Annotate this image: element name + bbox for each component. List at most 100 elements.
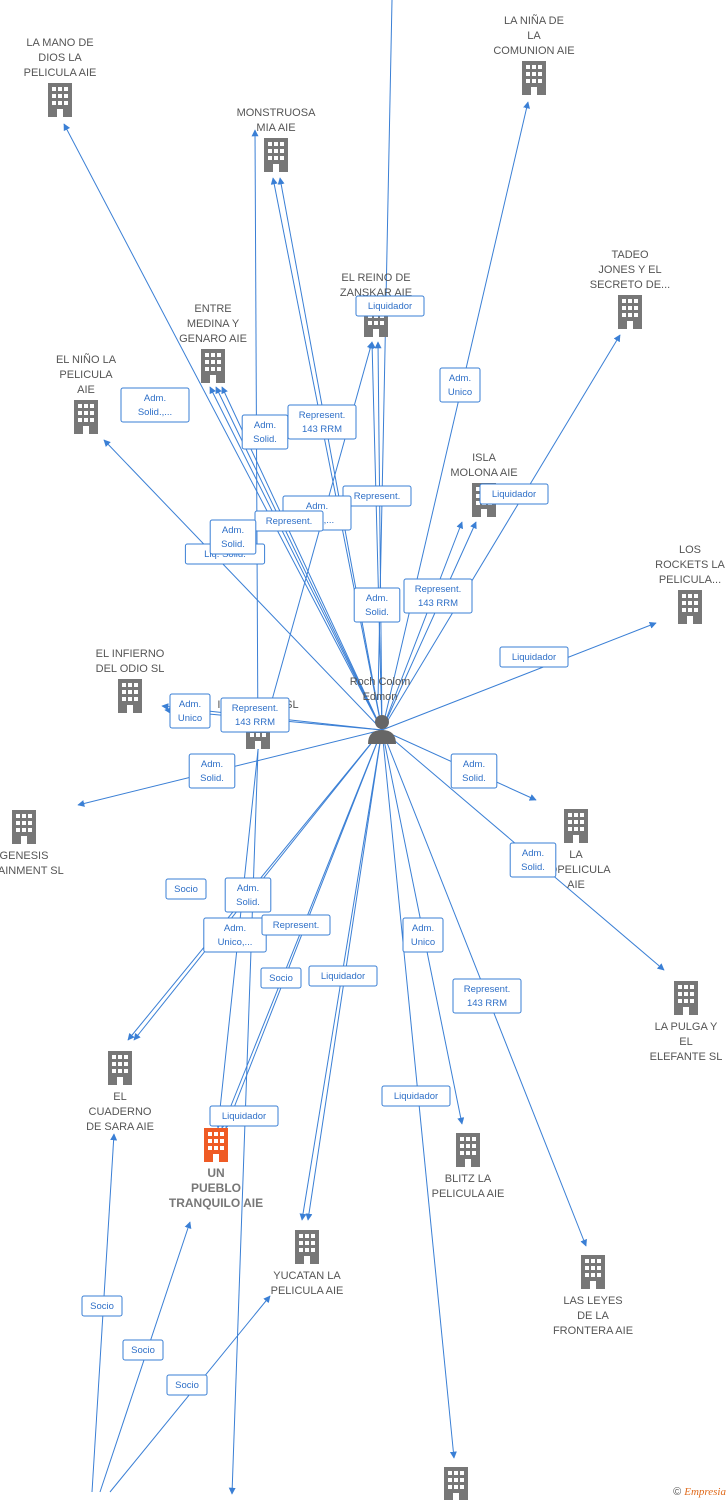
relation-label[interactable]: Liquidador [308,965,378,987]
relation-label-text: Unico [411,937,435,948]
relation-label-text: Solid. [221,539,245,550]
relation-label[interactable]: Adm.Unico [402,917,444,953]
footer-credit: © Empresia [673,1486,726,1498]
relation-label[interactable]: Liquidador [355,295,425,317]
relation-label[interactable]: Adm.Solid. [241,414,289,450]
company-name: PELICULA [59,369,113,381]
building-icon [564,809,588,843]
relation-label-box [452,978,522,1014]
relation-label-box [81,1295,123,1317]
relation-label[interactable]: Adm.Solid. [209,519,257,555]
relation-label[interactable]: Adm.Unico [169,693,211,729]
relation-label[interactable]: Liquidador [381,1085,451,1107]
company-name: MONSTRUOSA [237,107,317,119]
relation-label[interactable]: Socio [81,1295,123,1317]
relation-edge [257,341,374,751]
company-name: COMUNION AIE [493,45,574,57]
relation-label-text: Solid. [200,773,224,784]
relation-label-text: Represent. [354,491,400,502]
edges-layer [63,0,665,1495]
relation-label-text: Socio [90,1301,114,1312]
company-node-genesis[interactable]: GENESISRTAINMENT SL [0,810,64,877]
copyright-symbol: © [673,1486,682,1498]
company-name: EL [679,1036,692,1048]
relation-label-box [209,1105,279,1127]
company-name: MIA AIE [256,122,295,134]
relation-label-box [165,878,207,900]
person-icon-head [375,715,389,729]
company-node-bottom[interactable] [444,1467,468,1500]
company-node-monstruosa[interactable]: MONSTRUOSA MIA AIE [237,107,317,172]
building-icon [444,1467,468,1500]
company-name: GENESIS [0,850,48,862]
relation-edge [381,622,657,731]
relation-label-text: Unico [448,387,472,398]
relation-label[interactable]: Adm.Solid.,... [120,387,190,423]
relation-label-text: Adm. [201,759,223,770]
relation-label[interactable]: Represent.143 RRM [403,578,473,614]
company-name: UN [207,1166,224,1180]
relation-label[interactable]: Adm.Solid. [450,753,498,789]
relation-label[interactable]: Liquidador [479,483,549,505]
company-name: DE LA [577,1310,609,1322]
company-name: SECRETO DE... [590,279,670,291]
relation-label-text: Socio [131,1345,155,1356]
building-icon [295,1230,319,1264]
company-name: PUEBLO [191,1181,241,1195]
relation-label[interactable]: Liquidador [209,1105,279,1127]
relation-label[interactable]: Represent. [261,914,331,936]
relation-label[interactable]: Adm.Solid. [224,877,272,913]
relation-label-text: Liquidador [222,1111,266,1122]
relation-label[interactable]: Liquidador [499,646,569,668]
relation-label[interactable]: Socio [166,1374,208,1396]
relation-label-box [499,646,569,668]
relation-label[interactable]: Adm. Solid. [188,753,236,789]
relation-label-text: Represent. [415,584,461,595]
relation-label[interactable]: Represent.143 RRM [452,978,522,1014]
company-name: PELICULA AIE [24,67,97,79]
company-name: YUCATAN LA [273,1270,341,1282]
company-name: ENTRE [194,303,231,315]
building-icon [108,1051,132,1085]
relation-label[interactable]: Socio [122,1339,164,1361]
relation-edge [381,334,621,731]
relation-label[interactable]: Socio [165,878,207,900]
building-icon [12,810,36,844]
relation-label-box [287,404,357,440]
relation-label-text: Adm. [254,420,276,431]
relation-label[interactable]: Represent.143 RRM [220,697,290,733]
edge-labels-layer: LiquidadorAdm.Solid.,...Adm.Solid.Repres… [81,295,569,1396]
company-name: LA NIÑA DE [504,14,564,27]
relation-label[interactable]: Adm.Solid. [509,842,557,878]
relation-label-box [220,697,290,733]
relation-label[interactable]: Adm.Unico,... [203,917,267,953]
relation-label[interactable]: Represent. [342,485,412,507]
relation-label[interactable]: Adm.Solid. [353,587,401,623]
relation-label-text: Adm. [366,593,388,604]
company-name: AIE [567,879,585,891]
relation-label[interactable]: Adm.Unico [439,367,481,403]
relation-label-box [355,295,425,317]
relation-label-text: Adm. [306,501,328,512]
relation-edge [63,123,383,731]
company-name: LOS [679,544,701,556]
relation-label[interactable]: Socio [260,967,302,989]
relation-label[interactable]: Represent.143 RRM [287,404,357,440]
relation-label[interactable]: Represent. [254,510,324,532]
